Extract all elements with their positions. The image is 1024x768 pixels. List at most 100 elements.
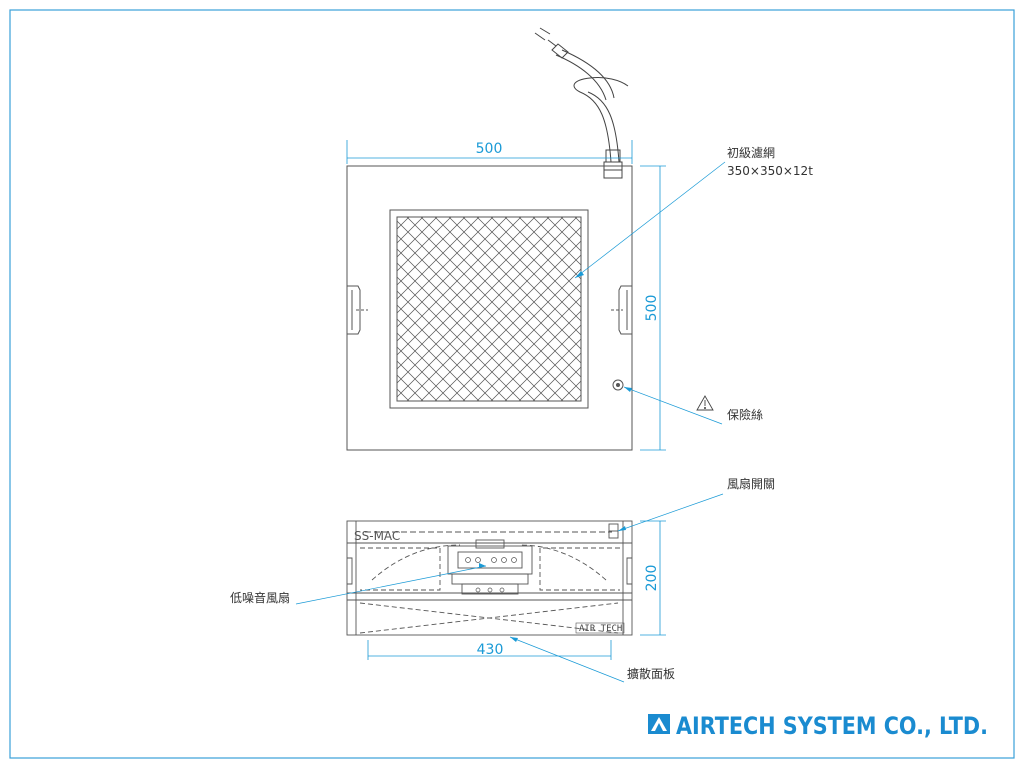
mesh-line	[141, 217, 325, 401]
front-height-label: 500	[644, 295, 660, 322]
mesh-line	[211, 217, 395, 401]
mesh-line	[113, 217, 297, 401]
mesh-line	[518, 338, 581, 401]
mesh-line	[397, 388, 410, 401]
mesh-line	[155, 217, 339, 401]
mesh-line	[169, 217, 353, 401]
mesh-line	[532, 352, 581, 401]
mesh-line	[57, 217, 241, 401]
mesh-line	[99, 217, 283, 401]
mesh-line	[397, 234, 564, 401]
side-view	[346, 520, 633, 636]
diffuser-label: 擴散面板	[627, 666, 675, 681]
mesh-line	[518, 217, 581, 280]
mesh-line	[406, 217, 581, 392]
airtech-logo-icon	[648, 714, 670, 734]
power-cord	[534, 27, 629, 179]
low-noise-fan-label: 低噪音風扇	[230, 590, 290, 605]
low-noise-fan-leader	[295, 565, 487, 605]
low-noise-fan-leader-arrow	[479, 563, 486, 568]
mesh-line	[397, 217, 438, 258]
mesh-line	[197, 217, 381, 401]
mesh-line	[397, 290, 508, 401]
mesh-line	[183, 217, 367, 401]
mesh-line	[397, 217, 410, 230]
filter-mesh	[29, 217, 581, 401]
bottom-width-label: 430	[477, 642, 504, 658]
mesh-line	[43, 217, 227, 401]
mesh-line	[197, 217, 381, 401]
mesh-line	[397, 217, 466, 286]
mesh-line	[183, 217, 367, 401]
mesh-line	[574, 217, 581, 224]
company-name: AIRTECH SYSTEM CO., LTD.	[676, 712, 988, 740]
mesh-line	[397, 217, 424, 244]
mesh-line	[397, 360, 438, 401]
fuse-label: 保險絲	[727, 407, 763, 422]
mesh-line	[574, 394, 581, 401]
mesh-line	[397, 304, 494, 401]
mesh-line	[434, 217, 581, 364]
side-height-label: 200	[644, 565, 660, 592]
left-handle	[347, 285, 368, 335]
mesh-line	[397, 276, 522, 401]
mesh-line	[57, 217, 241, 401]
mesh-line	[29, 217, 213, 401]
fuse-leader-arrow	[624, 387, 632, 392]
mesh-line	[546, 217, 581, 252]
diffuser-leader	[509, 636, 625, 683]
brand-plate	[575, 622, 625, 634]
fuse-leader	[623, 386, 723, 425]
mesh-line	[397, 374, 424, 401]
mesh-line	[504, 217, 581, 294]
side-housing	[346, 520, 633, 636]
fan-switch-leader	[617, 493, 724, 532]
fan-switch-label: 風扇開關	[727, 476, 775, 491]
fuse-holder	[612, 379, 624, 391]
mesh-line	[43, 217, 227, 401]
mesh-line	[71, 217, 255, 401]
front-height-dimension	[640, 165, 666, 451]
mesh-line	[420, 217, 581, 378]
drawing-border	[9, 9, 1015, 759]
front-view	[29, 165, 633, 451]
mesh-line	[532, 217, 581, 266]
filter-title-label: 初級濾網	[727, 145, 775, 160]
mesh-line	[85, 217, 269, 401]
mesh-line	[397, 248, 550, 401]
front-panel	[346, 165, 633, 451]
mesh-line	[462, 217, 581, 336]
mesh-line	[29, 217, 213, 401]
filter-frame-outer	[389, 209, 589, 409]
filter-leader	[574, 161, 726, 279]
fan-holes	[465, 557, 517, 593]
mesh-line	[397, 217, 480, 300]
mesh-line	[397, 332, 466, 401]
mesh-line	[490, 217, 581, 308]
mesh-line	[397, 346, 452, 401]
mesh-line	[113, 217, 297, 401]
mesh-line	[85, 217, 269, 401]
fan-switch-leader-arrow	[618, 526, 626, 531]
mesh-line	[397, 220, 578, 401]
mesh-line	[490, 310, 581, 401]
mesh-line	[211, 217, 395, 401]
mesh-line	[71, 217, 255, 401]
filter-spec-label: 350×350×12t	[727, 164, 813, 178]
mesh-line	[546, 366, 581, 401]
mesh-line	[397, 262, 536, 401]
mesh-line	[155, 217, 339, 401]
right-handle	[611, 285, 632, 335]
warning-icon	[696, 395, 714, 411]
filter-frame-inner	[396, 216, 582, 402]
mesh-line	[169, 217, 353, 401]
mesh-line	[141, 217, 325, 401]
mesh-line	[504, 324, 581, 401]
filter-leader-arrow	[575, 271, 584, 278]
model-label: SS-MAC	[354, 529, 400, 543]
diffuser-leader-arrow	[510, 637, 518, 642]
side-height-dimension	[640, 520, 666, 636]
front-width-label: 500	[476, 141, 503, 157]
mesh-line	[127, 217, 311, 401]
